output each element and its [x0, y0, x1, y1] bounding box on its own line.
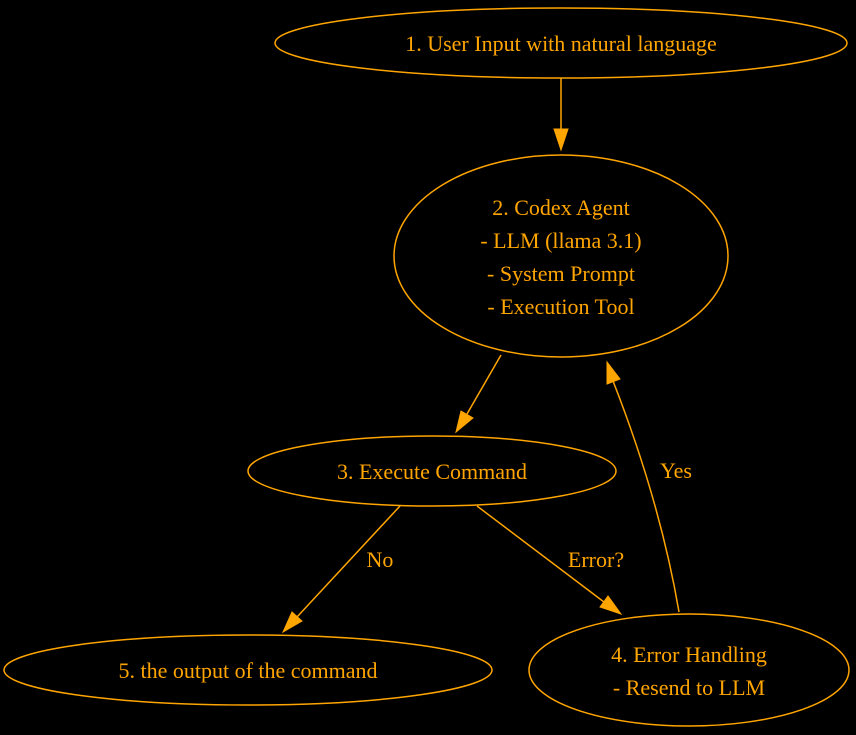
- node-codex-agent-line-3: - System Prompt: [487, 261, 635, 286]
- edge-agent-to-execute-line: [466, 354, 502, 415]
- node-output: 5. the output of the command: [3, 634, 493, 706]
- node-codex-agent-line-2: - LLM (llama 3.1): [480, 228, 641, 253]
- node-user-input: 1. User Input with natural language: [274, 7, 848, 79]
- edge-execute-to-output: No: [281, 505, 401, 634]
- node-codex-agent: 2. Codex Agent - LLM (llama 3.1) - Syste…: [393, 154, 729, 358]
- edge-execute-to-output-line: [296, 505, 401, 618]
- arrowhead-icon: [455, 410, 474, 434]
- arrowhead-icon: [553, 128, 569, 152]
- arrowhead-icon: [606, 360, 621, 385]
- node-execute-command-shape: [247, 435, 617, 507]
- node-error-handling: 4. Error Handling - Resend to LLM: [528, 613, 850, 727]
- edge-input-to-agent: [553, 78, 569, 152]
- node-codex-agent-shape: [393, 154, 729, 358]
- node-error-handling-line-2: - Resend to LLM: [613, 675, 765, 700]
- edge-label-no: No: [367, 547, 394, 572]
- node-output-shape: [3, 634, 493, 706]
- node-error-handling-shape: [528, 613, 850, 727]
- node-user-input-label: 1. User Input with natural language: [405, 31, 717, 56]
- edge-execute-to-error-line: [476, 505, 605, 603]
- edge-agent-to-execute: [455, 354, 502, 434]
- node-error-handling-line-1: 4. Error Handling: [611, 642, 767, 667]
- edge-label-error: Error?: [568, 547, 624, 572]
- edge-error-to-agent-line: [612, 380, 680, 613]
- node-codex-agent-line-1: 2. Codex Agent: [492, 195, 630, 220]
- edge-execute-to-error: Error?: [476, 505, 624, 615]
- node-codex-agent-line-4: - Execution Tool: [487, 294, 634, 319]
- arrowhead-icon: [281, 611, 303, 634]
- edge-error-to-agent: Yes: [606, 360, 692, 613]
- arrowhead-icon: [599, 595, 623, 615]
- node-output-label: 5. the output of the command: [118, 658, 377, 683]
- node-execute-command: 3. Execute Command: [247, 435, 617, 507]
- edge-label-yes: Yes: [660, 458, 692, 483]
- node-execute-command-label: 3. Execute Command: [337, 459, 527, 484]
